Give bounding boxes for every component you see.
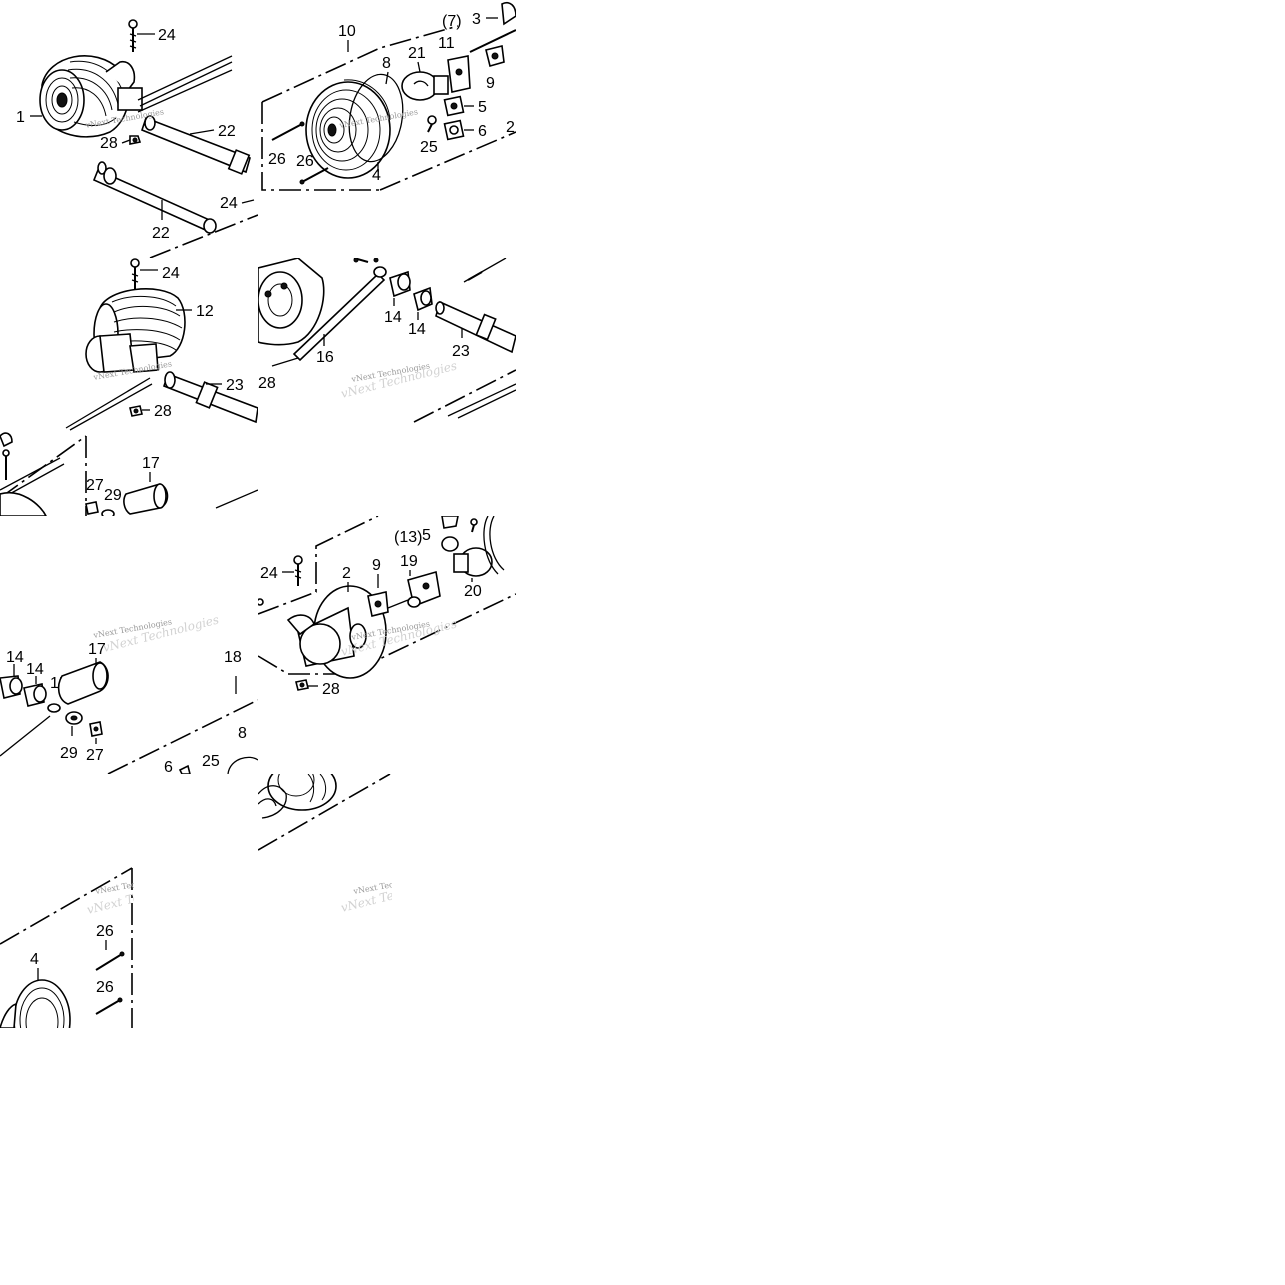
callout-label: 26	[296, 153, 314, 170]
stay-tube-part	[435, 300, 516, 354]
signal-lamp-housing-part	[39, 55, 143, 138]
diagram-tile-front-lens-assembly: 8 21 11 (7) 3	[258, 0, 516, 258]
callout-label: 9	[372, 557, 381, 574]
callout-label: 26	[268, 151, 286, 168]
callout-label: 21	[408, 45, 426, 62]
signal-lamp-housing-part	[85, 288, 186, 373]
stay-tube-part	[92, 161, 217, 234]
callout-label: 25	[202, 753, 220, 770]
callout-label: 23	[226, 377, 244, 394]
callout-label: 11	[438, 35, 455, 52]
callout-label: 2	[342, 565, 351, 582]
bolt-part	[128, 19, 138, 52]
callout-label: 9	[486, 75, 495, 92]
callout-label: 29	[60, 745, 78, 762]
callout-label: 26	[96, 979, 114, 996]
callout-label: 14	[384, 309, 402, 326]
callout-label: 25	[420, 139, 438, 156]
bulb-part	[453, 547, 493, 577]
lens-housing-part	[0, 979, 71, 1028]
diagram-tile-lens-housing-detail: 26 26 4 vNext Technologies vNext Technol…	[0, 774, 134, 1028]
nut-part	[85, 501, 99, 515]
grommet-part	[23, 683, 47, 707]
callout-label: 14	[26, 661, 44, 678]
bulb-part	[401, 71, 449, 101]
washer-part	[101, 509, 115, 516]
screw-part	[427, 115, 437, 133]
socket-part	[407, 570, 441, 608]
connector-cap-part	[123, 483, 169, 515]
callout-label: 23	[452, 343, 470, 360]
bolt-part	[130, 258, 140, 292]
callout-label: 20	[464, 583, 482, 600]
diagram-tile-left-signal-assembly: 24 1	[0, 0, 258, 258]
pin-part	[271, 123, 303, 141]
terminal-part	[485, 45, 505, 67]
diagram-tile-connector-parts: 14 14 15 17 29 27	[0, 516, 258, 774]
callout-label: 28	[154, 403, 172, 420]
nut-part	[129, 135, 142, 145]
callout-label: 12	[196, 303, 214, 320]
callout-label: 27	[86, 747, 104, 764]
bolt-part	[293, 555, 303, 586]
callout-label: 8	[382, 55, 391, 72]
callout-label: 17	[142, 455, 160, 472]
callout-label: 27	[86, 477, 104, 494]
callout-label: 28	[258, 375, 276, 392]
grommet-part	[413, 286, 433, 312]
grommet-part	[0, 675, 23, 699]
callout-label: 19	[400, 553, 418, 570]
stay-tube-part	[163, 371, 258, 424]
callout-label: 22	[218, 123, 236, 140]
pin-part	[301, 167, 329, 183]
callout-label: 2	[506, 119, 515, 136]
lamp-base-part	[286, 585, 387, 679]
pin-part	[95, 999, 121, 1015]
callout-label: 24	[158, 27, 176, 44]
gasket-ring-part	[348, 73, 404, 163]
callout-label: (7)	[442, 13, 462, 30]
stay-tube-part	[141, 115, 251, 175]
socket-part	[447, 55, 471, 93]
terminal-part	[367, 591, 389, 617]
callout-label: 6	[164, 759, 173, 774]
washer-plate-part	[441, 536, 459, 552]
callout-label: 28	[322, 681, 340, 698]
callout-label: 29	[104, 487, 122, 504]
connector-cap-part	[57, 661, 109, 705]
pin-part	[95, 953, 123, 971]
callout-label: 17	[88, 641, 106, 658]
callout-label: 8	[238, 725, 247, 742]
diagram-tile-rear-lamp-base: 24 2 9 19	[258, 516, 516, 774]
callout-label: 5	[422, 527, 431, 544]
callout-label: 18	[224, 649, 242, 666]
callout-label: (13)	[394, 529, 422, 546]
washer-plate-part	[443, 119, 465, 141]
grommet-part	[389, 270, 411, 298]
callout-label: 26	[96, 923, 114, 940]
callout-label: 14	[6, 649, 24, 666]
callout-label: 14	[408, 321, 426, 338]
callout-label: 28	[100, 135, 118, 152]
callout-label: 16	[316, 349, 334, 366]
callout-label: 24	[260, 565, 278, 582]
diagram-tile-wiring-harness: 16 14 14 23	[258, 258, 516, 426]
callout-label: 3	[472, 11, 481, 28]
callout-label: 5	[478, 99, 487, 116]
lens-housing-part	[305, 79, 391, 179]
diagram-tile-rear-signal-housing: 24 12 23	[0, 258, 258, 516]
diagram-tile-partial-ring: vNext Technologies vNext Technologies	[258, 774, 392, 914]
callout-label: 1	[16, 109, 25, 126]
callout-label: 10	[338, 23, 356, 40]
callout-label: 4	[30, 951, 39, 968]
callout-label: 22	[152, 225, 170, 242]
callout-label: 24	[220, 195, 238, 212]
callout-label: 6	[478, 123, 487, 140]
callout-label: 4	[372, 167, 381, 184]
callout-label: 24	[162, 265, 180, 282]
wire-part	[0, 715, 51, 757]
